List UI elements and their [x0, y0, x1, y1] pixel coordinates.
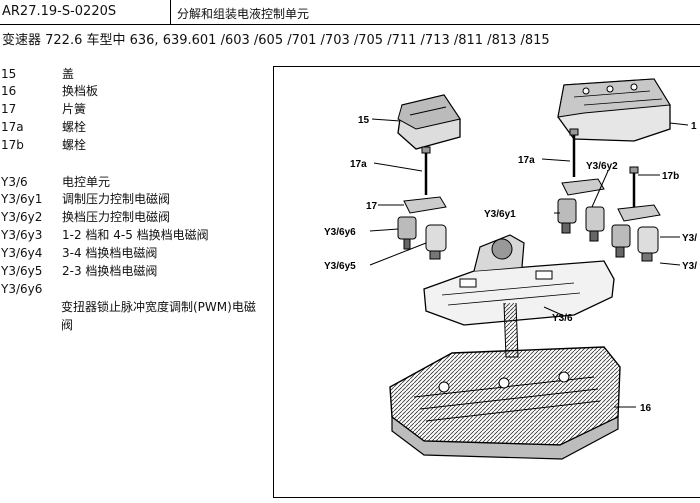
legend-key: 17b — [1, 138, 24, 152]
legend-key: Y3/6y4 — [1, 246, 43, 260]
legend-value: 盖 — [62, 67, 75, 81]
solenoid-valve-y1-part — [557, 198, 577, 234]
legend-value: 1-2 档和 4-5 档换档电磁阀 — [62, 228, 209, 242]
legend-key: Y3/6y3 — [1, 228, 43, 242]
solenoid-valve-y3-part — [611, 224, 631, 258]
exploded-view-figure: 15 1 17a 17a 17 17b Y3/6y2 Y3/6y1 Y3/6y6… — [273, 66, 700, 498]
solenoid-valve-y2-part — [585, 206, 605, 242]
legend-value: 换档压力控制电磁阀 — [62, 210, 171, 224]
control-unit-y3-6-part — [423, 234, 615, 358]
legend-value: 调制压力控制电磁阀 — [62, 192, 171, 206]
legend-key: Y3/6y2 — [1, 210, 43, 224]
bolt-17b-part — [569, 128, 639, 207]
legend-pwm-description: 变扭器锁止脉冲宽度调制(PWM)电磁阀 — [61, 300, 256, 332]
bolt-17a-part — [421, 146, 431, 195]
callout-1: 1 — [691, 121, 697, 132]
callout-leader-lines — [369, 118, 689, 408]
legend-value: 螺栓 — [62, 138, 87, 152]
callout-17b: 17b — [662, 171, 679, 182]
legend-key: Y3/6 — [1, 175, 28, 189]
solenoid-valve-y5-part — [425, 224, 447, 260]
legend-value: 2-3 档换档电磁阀 — [62, 264, 158, 278]
legend-key: Y3/6y5 — [1, 264, 43, 278]
legend-value: 片簧 — [62, 102, 87, 116]
solenoid-valve-y4-part — [637, 226, 659, 262]
legend-key: 17a — [1, 120, 24, 134]
transmission-subtitle: 变速器 722.6 车型中 636, 639.601 /603 /605 /70… — [2, 33, 550, 48]
callout-17a-right: 17a — [518, 155, 535, 166]
legend-value: 电控单元 — [62, 175, 111, 189]
legend-value: 3-4 档换档电磁阀 — [62, 246, 158, 260]
legend-value: 螺栓 — [62, 120, 87, 134]
legend-key: 17 — [1, 102, 17, 116]
callout-y3-6y4: Y3/ — [682, 261, 697, 272]
shift-plate-16-part — [389, 346, 621, 460]
callout-y3-6y2: Y3/6y2 — [586, 161, 618, 172]
legend-key: Y3/6y1 — [1, 192, 43, 206]
legend-value: 换档板 — [62, 84, 99, 98]
legend-key: 15 — [1, 67, 17, 81]
legend-key: 16 — [1, 84, 17, 98]
callout-y3-6y6: Y3/6y6 — [324, 227, 356, 238]
callout-17: 17 — [366, 201, 378, 212]
solenoid-valve-y6-part — [397, 216, 417, 250]
legend-key: Y3/6y6 — [1, 282, 43, 296]
callout-15: 15 — [358, 115, 370, 126]
callout-y3-6: Y3/6 — [552, 313, 573, 324]
cover-15-part — [397, 94, 461, 150]
callout-17a: 17a — [350, 159, 367, 170]
exploded-view-drawing: 15 1 17a 17a 17 17b Y3/6y2 Y3/6y1 Y3/6y6… — [324, 78, 697, 460]
document-title: 分解和组装电液控制单元 — [177, 7, 310, 21]
callout-y3-6y5: Y3/6y5 — [324, 261, 356, 272]
callout-16: 16 — [640, 403, 652, 414]
header-divider-horizontal — [0, 24, 700, 25]
callout-y3-6y3: Y3/ — [682, 233, 697, 244]
callout-y3-6y1: Y3/6y1 — [484, 209, 516, 220]
leaf-spring-17-part — [403, 178, 661, 222]
header-divider-vertical — [170, 0, 171, 24]
document-code: AR27.19-S-0220S — [2, 4, 117, 19]
cover-1-part — [557, 78, 671, 142]
